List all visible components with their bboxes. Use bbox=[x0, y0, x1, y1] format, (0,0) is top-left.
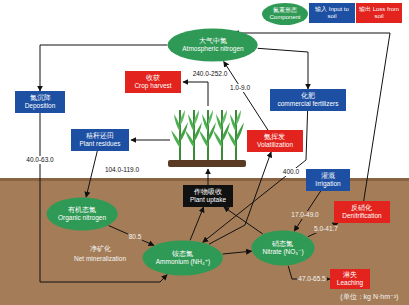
legend-text: 氮素形态 Component bbox=[266, 7, 304, 21]
flow-value: 1.0-9.0 bbox=[229, 84, 251, 92]
node-text: 反硝化Denitrification bbox=[342, 204, 381, 220]
node-title: 铵态氮 bbox=[156, 250, 210, 258]
node-text: 化肥commercial fertilizers bbox=[277, 92, 338, 108]
loss-box: 氨挥发Volatilization bbox=[247, 130, 303, 152]
input-box: 灌溉Irrigation bbox=[306, 169, 350, 191]
node-text: 秸秆还田Plant residues bbox=[79, 132, 120, 148]
flow-connector bbox=[86, 151, 97, 197]
flow-connector bbox=[190, 207, 204, 240]
node-title: 大气中氮 bbox=[182, 37, 243, 45]
legend-text: 输入 Input to soil bbox=[311, 6, 353, 20]
legend-text: 输出 Loss from soil bbox=[358, 6, 400, 20]
node-title: 硝态氮 bbox=[262, 240, 303, 248]
node-subtitle: Deposition bbox=[25, 102, 56, 109]
node-subtitle: Leaching bbox=[337, 279, 363, 286]
ellipse-outline bbox=[142, 240, 223, 276]
crop-plant bbox=[227, 110, 244, 160]
node-text: 铵态氮Ammonium (NH₄⁺) bbox=[156, 250, 210, 266]
plant-bed bbox=[168, 160, 246, 167]
loss-box: 收获Crop harvest bbox=[125, 71, 181, 93]
ellipse-shape bbox=[252, 231, 315, 266]
node-subtitle: Plant residues bbox=[79, 140, 120, 147]
flow-connector bbox=[203, 111, 308, 242]
flow-value: 400.0 bbox=[282, 168, 300, 176]
node-subtitle: Ammonium (NH₄⁺) bbox=[156, 258, 210, 265]
flow-value: 104.0-119.0 bbox=[104, 166, 140, 174]
node-subtitle: commercial fertilizers bbox=[277, 100, 338, 107]
crop-plant bbox=[213, 110, 230, 160]
node-subtitle: Atmospheric nitrogen bbox=[182, 45, 243, 52]
flow-value: 47.0-65.5 bbox=[297, 275, 326, 283]
node-text: 硝态氮Nitrate (NO₃⁻) bbox=[262, 240, 303, 256]
nitrogen-form-ellipse: 大气中氮Atmospheric nitrogen bbox=[167, 28, 258, 62]
unit-note: (单位：kg N·hm⁻²) bbox=[339, 293, 399, 301]
loss-box: 淋失Leaching bbox=[330, 269, 370, 289]
node-subtitle: Nitrate (NO₃⁻) bbox=[262, 248, 303, 255]
node-subtitle: Volatilization bbox=[257, 141, 293, 148]
node-subtitle: Plant uptake bbox=[190, 196, 226, 203]
node-title: 化肥 bbox=[277, 92, 338, 100]
node-title: 反硝化 bbox=[342, 204, 381, 212]
input-box: 氮沉降Deposition bbox=[15, 91, 65, 113]
node-text: 淋失Leaching bbox=[337, 271, 363, 287]
node-subtitle: Organic nitrogen bbox=[58, 214, 106, 221]
node-title: 氮沉降 bbox=[25, 94, 56, 102]
flow-connector bbox=[258, 48, 308, 89]
input-box: 秸秆还田Plant residues bbox=[71, 129, 129, 151]
nitrogen-form-ellipse: 有机态氮Organic nitrogen bbox=[46, 197, 118, 231]
process-label: 净矿化 bbox=[89, 245, 112, 253]
ellipse-outline bbox=[46, 197, 118, 231]
flow-value: 40.0-63.0 bbox=[25, 156, 54, 164]
node-title: 淋失 bbox=[337, 271, 363, 279]
node-text: 有机态氮Organic nitrogen bbox=[58, 206, 106, 222]
process-label: Net mineralization bbox=[73, 255, 127, 263]
crop-plant bbox=[171, 110, 188, 160]
nitrogen-form-ellipse: 硝态氮Nitrate (NO₃⁻) bbox=[251, 230, 315, 266]
ellipse-shape bbox=[46, 198, 117, 231]
loss-box: 反硝化Denitrification bbox=[334, 201, 390, 223]
legend-swatch: 输入 Input to soil bbox=[309, 3, 355, 23]
node-text: 灌溉Irrigation bbox=[315, 172, 340, 188]
node-text: 氨挥发Volatilization bbox=[257, 133, 293, 149]
flow-value: 240.0-252.0 bbox=[192, 70, 229, 78]
uptake-box: 作物吸收Plant uptake bbox=[183, 185, 233, 207]
node-title: 有机态氮 bbox=[58, 206, 106, 214]
nitrogen-form-ellipse: 铵态氮Ammonium (NH₄⁺) bbox=[142, 240, 223, 276]
node-title: 秸秆还田 bbox=[79, 132, 120, 140]
node-subtitle: Irrigation bbox=[315, 180, 340, 187]
flow-connector bbox=[224, 207, 263, 234]
flow-value: 5.0-41.7 bbox=[313, 225, 339, 233]
flow-connector bbox=[109, 226, 155, 246]
harvest-arrow bbox=[183, 82, 208, 106]
node-title: 灌溉 bbox=[315, 172, 340, 180]
node-text: 大气中氮Atmospheric nitrogen bbox=[182, 37, 243, 53]
flow-connector bbox=[224, 62, 268, 131]
legend-swatch: 输出 Loss from soil bbox=[356, 3, 402, 23]
node-subtitle: Crop harvest bbox=[134, 82, 171, 89]
residue-arrow bbox=[131, 140, 170, 141]
flow-connector bbox=[235, 31, 390, 201]
flow-value: 80.5 bbox=[128, 233, 143, 241]
ellipse-shape bbox=[168, 29, 258, 62]
flow-value: 17.0-49.0 bbox=[290, 211, 319, 219]
node-title: 作物吸收 bbox=[190, 188, 226, 196]
input-box: 化肥commercial fertilizers bbox=[270, 89, 346, 111]
node-title: 氨挥发 bbox=[257, 133, 293, 141]
node-text: 收获Crop harvest bbox=[134, 74, 171, 90]
node-text: 氮沉降Deposition bbox=[25, 94, 56, 110]
node-subtitle: Denitrification bbox=[342, 212, 381, 219]
legend-swatch: 氮素形态 Component bbox=[262, 3, 308, 25]
ellipse-outline bbox=[167, 28, 258, 62]
node-text: 作物吸收Plant uptake bbox=[190, 188, 226, 204]
ellipse-outline bbox=[251, 230, 315, 266]
ellipse-shape bbox=[143, 241, 223, 276]
flow-connector bbox=[223, 251, 252, 254]
uptake-arrow bbox=[208, 169, 209, 185]
node-title: 收获 bbox=[134, 74, 171, 82]
crop-plant bbox=[199, 110, 216, 160]
crop-plant bbox=[185, 110, 202, 160]
